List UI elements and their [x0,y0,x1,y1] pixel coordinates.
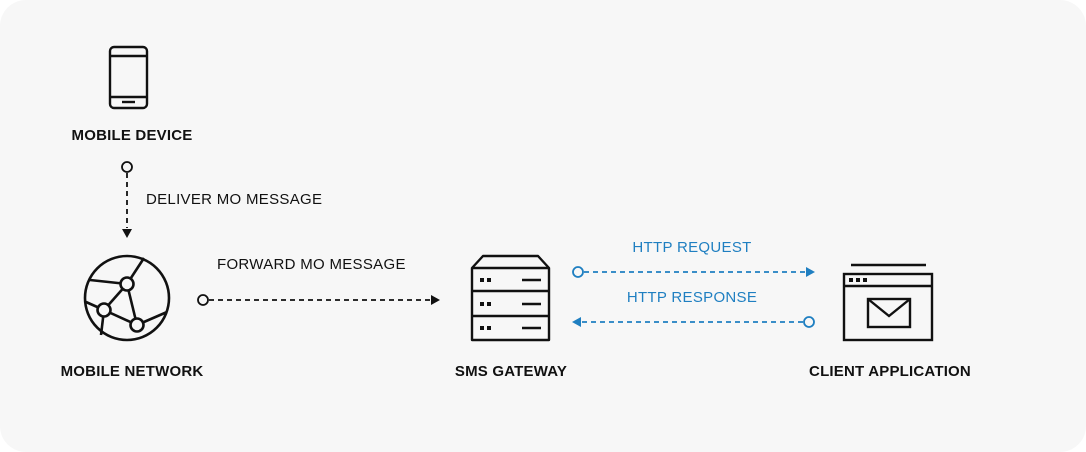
http-request-label: HTTP REQUEST [632,239,752,256]
mobile-device-label: MOBILE DEVICE [71,127,193,144]
mobile-network-label: MOBILE NETWORK [60,363,204,380]
forward-arrow [197,294,440,306]
http-response-arrow [572,316,815,328]
sms-gateway-label: SMS GATEWAY [454,363,568,380]
browser-window-dots [849,278,867,282]
deliver-arrow [121,161,133,238]
browser-envelope-icon [842,263,934,342]
server-icon [470,254,551,342]
deliver-mo-message-label: DELIVER MO MESSAGE [146,191,323,208]
forward-mo-message-label: FORWARD MO MESSAGE [217,256,406,273]
server-indicator-lights [480,278,491,330]
network-globe-icon [83,254,171,342]
http-response-label: HTTP RESPONSE [626,289,758,306]
http-request-arrow [572,266,815,278]
smartphone-icon [108,45,149,110]
client-application-label: CLIENT APPLICATION [809,363,971,380]
